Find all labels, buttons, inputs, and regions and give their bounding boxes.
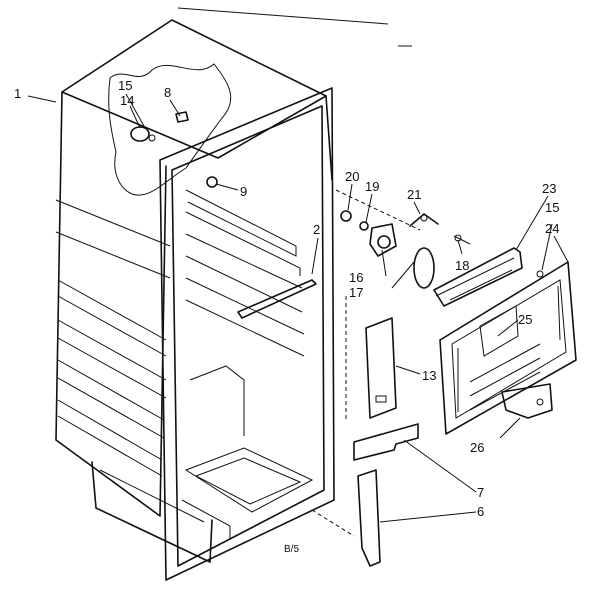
fan-motor-assembly	[340, 210, 471, 289]
part-8-clip	[175, 111, 189, 123]
callout-15-top: 15	[118, 78, 132, 93]
part-24-cover	[439, 261, 577, 435]
callout-18: 18	[455, 258, 469, 273]
part-23-baffle	[433, 247, 544, 307]
callout-25: 25	[518, 312, 532, 327]
callout-14: 14	[120, 93, 134, 108]
callout-19: 19	[365, 179, 379, 194]
callout-16: 16	[349, 270, 363, 285]
callout-23: 23	[542, 181, 556, 196]
callout-26: 26	[470, 440, 484, 455]
callout-1: 1	[14, 86, 21, 101]
header-rule	[177, 7, 389, 25]
part-7-strip	[353, 423, 419, 461]
page-code: B/5	[284, 544, 299, 555]
alignment-line-3	[311, 509, 355, 537]
bracket-bar	[237, 279, 317, 319]
callout-21: 21	[407, 187, 421, 202]
part-13-panel	[365, 317, 397, 419]
callout-2: 2	[313, 222, 320, 237]
callout-8: 8	[164, 85, 171, 100]
callout-9: 9	[240, 184, 247, 199]
leader-lines	[27, 93, 569, 523]
cabinet-shell	[55, 19, 333, 563]
callout-20: 20	[345, 169, 359, 184]
callout-24: 24	[545, 221, 559, 236]
part-9-clip	[206, 176, 218, 188]
callout-15-right: 15	[545, 200, 559, 215]
part-26-bracket	[501, 383, 553, 419]
callout-13: 13	[422, 368, 436, 383]
callout-17: 17	[349, 285, 363, 300]
callout-7: 7	[477, 485, 484, 500]
callout-6: 6	[477, 504, 484, 519]
part-6-duct	[357, 469, 381, 567]
cabinet-front-frame	[159, 87, 335, 581]
